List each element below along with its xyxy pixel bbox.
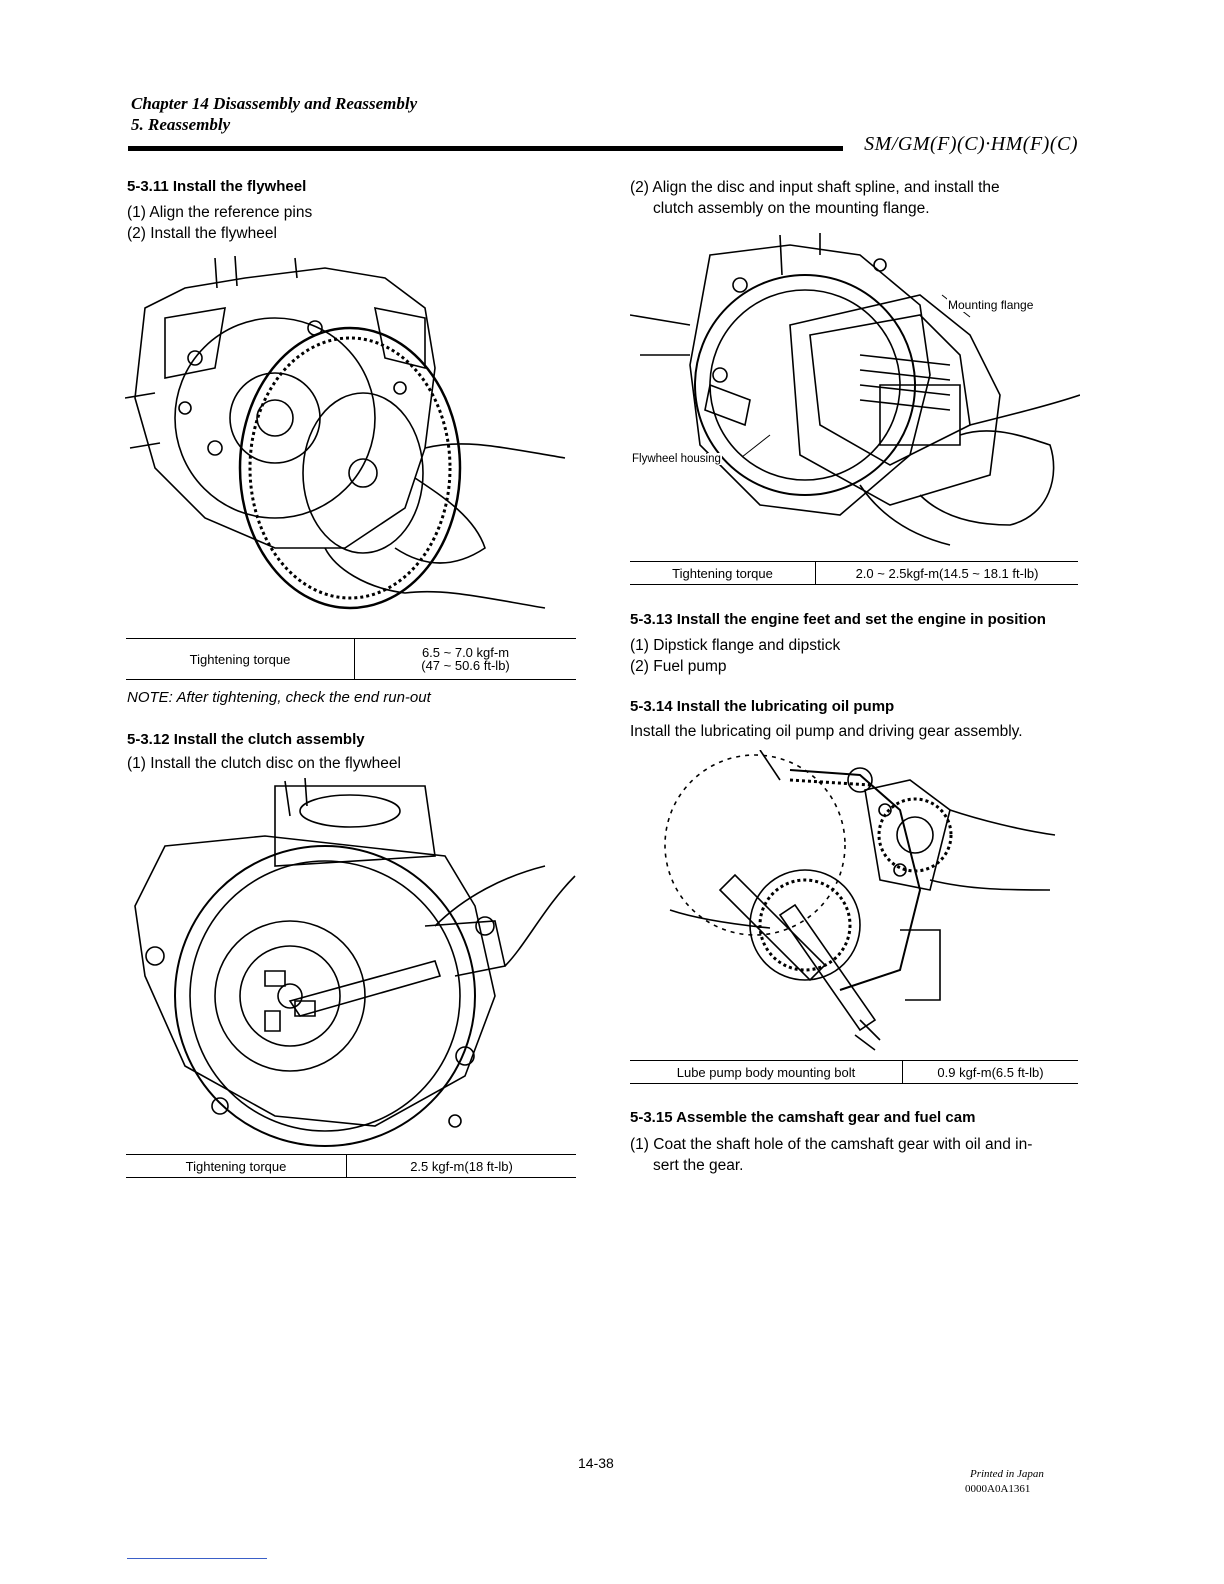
torque-value: 6.5 ~ 7.0 kgf-m (47 ~ 50.6 ft-lb) bbox=[354, 638, 576, 680]
step-coat-shaft-line2: sert the gear. bbox=[653, 1157, 744, 1174]
footer-line bbox=[127, 1558, 267, 1559]
page-number: 14-38 bbox=[578, 1455, 614, 1471]
flywheel-illustration bbox=[125, 248, 577, 626]
torque-table-oil-pump: Lube pump body mounting bolt 0.9 kgf-m(6… bbox=[630, 1060, 1078, 1084]
printed-in: Printed in Japan bbox=[970, 1468, 1044, 1480]
torque-value-imperial: (47 ~ 50.6 ft-lb) bbox=[421, 658, 510, 673]
torque-table-flywheel: Tightening torque 6.5 ~ 7.0 kgf-m (47 ~ … bbox=[126, 638, 576, 680]
step-dipstick: (1) Dipstick flange and dipstick bbox=[630, 637, 841, 654]
clutch-assembly-illustration bbox=[630, 225, 1080, 555]
torque-value: 2.0 ~ 2.5kgf-m(14.5 ~ 18.1 ft-lb) bbox=[815, 561, 1078, 585]
text-install-oil-pump: Install the lubricating oil pump and dri… bbox=[630, 723, 1023, 740]
section-title: 5. Reassembly bbox=[131, 115, 231, 134]
callout-mounting-flange: Mounting flange bbox=[947, 298, 1035, 312]
header-rule bbox=[128, 146, 843, 151]
section-5-3-12-title: 5-3.12 Install the clutch assembly bbox=[127, 731, 365, 748]
document-code: 0000A0A1361 bbox=[965, 1483, 1031, 1495]
torque-label: Tightening torque bbox=[630, 561, 816, 585]
torque-label: Tightening torque bbox=[126, 1154, 347, 1178]
torque-value: 0.9 kgf-m(6.5 ft-lb) bbox=[902, 1060, 1078, 1084]
torque-label: Lube pump body mounting bolt bbox=[630, 1060, 903, 1084]
callout-flywheel-housing: Flywheel housing bbox=[631, 453, 722, 465]
step-align-pins: (1) Align the reference pins bbox=[127, 204, 313, 221]
torque-label: Tightening torque bbox=[126, 638, 355, 680]
section-5-3-13-title: 5-3.13 Install the engine feet and set t… bbox=[630, 611, 1046, 628]
oil-pump-illustration bbox=[660, 750, 1060, 1052]
torque-table-clutch: Tightening torque 2.5 kgf-m(18 ft-lb) bbox=[126, 1154, 576, 1178]
note-end-runout: NOTE: After tightening, check the end ru… bbox=[127, 689, 431, 706]
torque-table-clutch-assembly: Tightening torque 2.0 ~ 2.5kgf-m(14.5 ~ … bbox=[630, 561, 1078, 585]
step-align-disc-line1: (2) Align the disc and input shaft splin… bbox=[630, 179, 1000, 196]
step-install-flywheel: (2) Install the flywheel bbox=[127, 225, 277, 242]
section-5-3-14-title: 5-3.14 Install the lubricating oil pump bbox=[630, 698, 895, 715]
section-5-3-11-title: 5-3.11 Install the flywheel bbox=[127, 178, 307, 195]
chapter-heading: Chapter 14 Disassembly and Reassembly 5.… bbox=[131, 93, 417, 135]
step-install-clutch-disc: (1) Install the clutch disc on the flywh… bbox=[127, 755, 401, 772]
step-coat-shaft-line1: (1) Coat the shaft hole of the camshaft … bbox=[630, 1136, 1033, 1153]
section-5-3-15-title: 5-3.15 Assemble the camshaft gear and fu… bbox=[630, 1109, 976, 1126]
step-fuel-pump: (2) Fuel pump bbox=[630, 658, 727, 675]
step-align-disc-line2: clutch assembly on the mounting flange. bbox=[653, 200, 930, 217]
torque-value-metric: 6.5 ~ 7.0 kgf-m bbox=[421, 645, 510, 660]
model-code: SM/GM(F)(C)·HM(F)(C) bbox=[864, 133, 1078, 155]
chapter-title: Chapter 14 Disassembly and Reassembly bbox=[131, 94, 418, 113]
torque-value: 2.5 kgf-m(18 ft-lb) bbox=[346, 1154, 576, 1178]
clutch-disc-illustration bbox=[125, 776, 577, 1148]
